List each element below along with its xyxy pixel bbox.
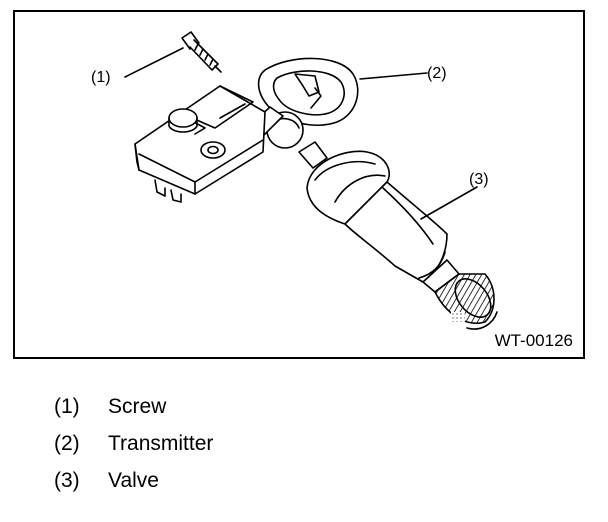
transmitter-body <box>134 85 266 203</box>
figure-frame: (1) (2) (3) WT-00126 <box>13 10 585 359</box>
tpms-sensor-illustration: (1) (2) (3) <box>91 31 498 330</box>
parts-legend: (1) Screw (2) Transmitter (3) Valve <box>54 388 213 499</box>
legend-label: Valve <box>108 468 159 492</box>
legend-number: (3) <box>54 468 80 492</box>
legend-item-valve: (3) Valve <box>54 462 213 499</box>
legend-number: (1) <box>54 394 80 418</box>
callout-1-label: (1) <box>91 69 111 86</box>
legend-label: Screw <box>108 394 167 418</box>
legend-item-screw: (1) Screw <box>54 388 213 425</box>
figure-code: WT-00126 <box>494 331 573 350</box>
legend-label: Transmitter <box>108 431 214 455</box>
callout-3-label: (3) <box>469 171 489 188</box>
valve-part <box>298 141 498 330</box>
legend-item-transmitter: (2) Transmitter <box>54 425 213 462</box>
callout-leaders <box>124 47 478 220</box>
screw-part <box>181 31 222 73</box>
legend-number: (2) <box>54 431 80 455</box>
callout-2-label: (2) <box>427 65 447 82</box>
